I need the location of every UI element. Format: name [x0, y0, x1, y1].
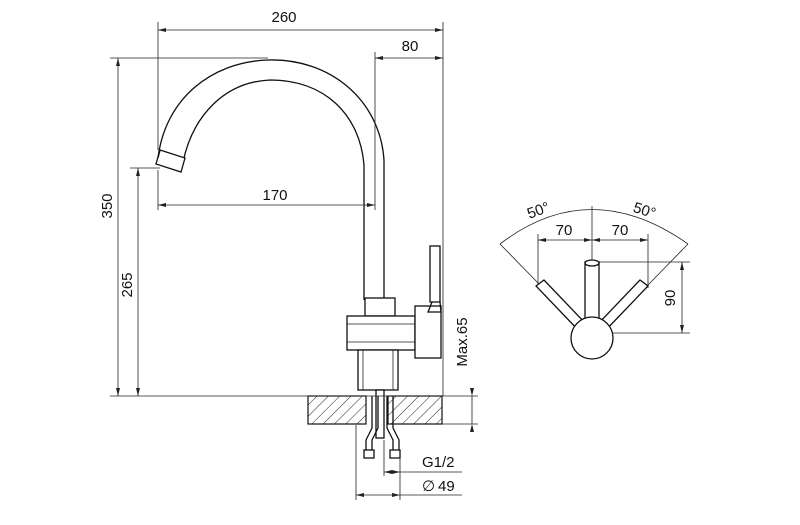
- dim-hole-diameter: 49: [438, 478, 455, 495]
- handle-housing: [414, 305, 442, 359]
- dim-thread: G1/2: [422, 454, 455, 471]
- spout-outer-contour: [157, 59, 385, 300]
- lever-top-view: [499, 206, 690, 360]
- spout-inner-contour: [182, 79, 365, 300]
- lever-center-position: [584, 261, 600, 325]
- mounting-stud: [375, 389, 385, 439]
- dimension-lines: [110, 22, 478, 500]
- faucet-base: [357, 349, 399, 391]
- offset-left-label: 70: [556, 222, 573, 239]
- countertop-right: [387, 395, 443, 425]
- supply-hose-left: [365, 396, 373, 452]
- offset-right-label: 70: [612, 222, 629, 239]
- angle-left-label: 50°: [525, 199, 552, 223]
- lever-height-label: 90: [662, 290, 679, 307]
- dim-diameter-symbol: ∅: [422, 478, 435, 495]
- supply-hose-right: [386, 396, 394, 452]
- spout-tip: [155, 149, 186, 173]
- dim-total-height: 350: [99, 193, 116, 218]
- body-collar: [364, 297, 396, 317]
- dim-spout-offset: 80: [402, 38, 419, 55]
- faucet-side-view: [155, 59, 443, 459]
- dimension-arrows: [116, 28, 474, 497]
- dim-spout-height: 265: [119, 272, 136, 297]
- dim-reach: 170: [262, 187, 287, 204]
- lever-base-circle: [570, 316, 614, 360]
- dim-max-thickness: Max.65: [454, 317, 471, 366]
- valve-body: [346, 315, 416, 351]
- angle-right-label: 50°: [631, 199, 658, 222]
- dim-overall-width: 260: [271, 9, 296, 26]
- countertop-left: [307, 395, 367, 425]
- lever-handle: [429, 245, 441, 303]
